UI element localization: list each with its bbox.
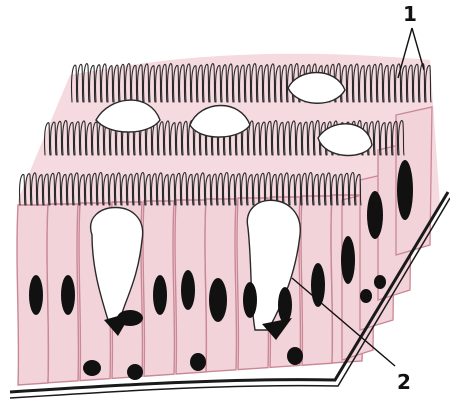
cell-nucleus: [153, 275, 167, 315]
cell-nucleus: [367, 191, 383, 239]
cell-nucleus: [83, 360, 101, 376]
cell-nucleus: [287, 347, 303, 365]
cell-nucleus: [190, 353, 206, 371]
cell-nucleus: [209, 278, 227, 322]
label-goblet-cell-marker: 2: [397, 372, 411, 392]
cell-nucleus: [360, 289, 372, 303]
cell-nucleus: [181, 270, 195, 310]
cell-nucleus: [397, 160, 413, 220]
cell-nucleus: [341, 236, 355, 284]
cell-nucleus: [243, 282, 257, 318]
cell-nucleus: [374, 275, 386, 289]
cell-nucleus: [127, 364, 143, 380]
label-microvilli-marker: 1: [403, 4, 417, 24]
cell-nucleus: [278, 287, 292, 323]
cell-nucleus: [61, 275, 75, 315]
cell-nucleus: [29, 275, 43, 315]
